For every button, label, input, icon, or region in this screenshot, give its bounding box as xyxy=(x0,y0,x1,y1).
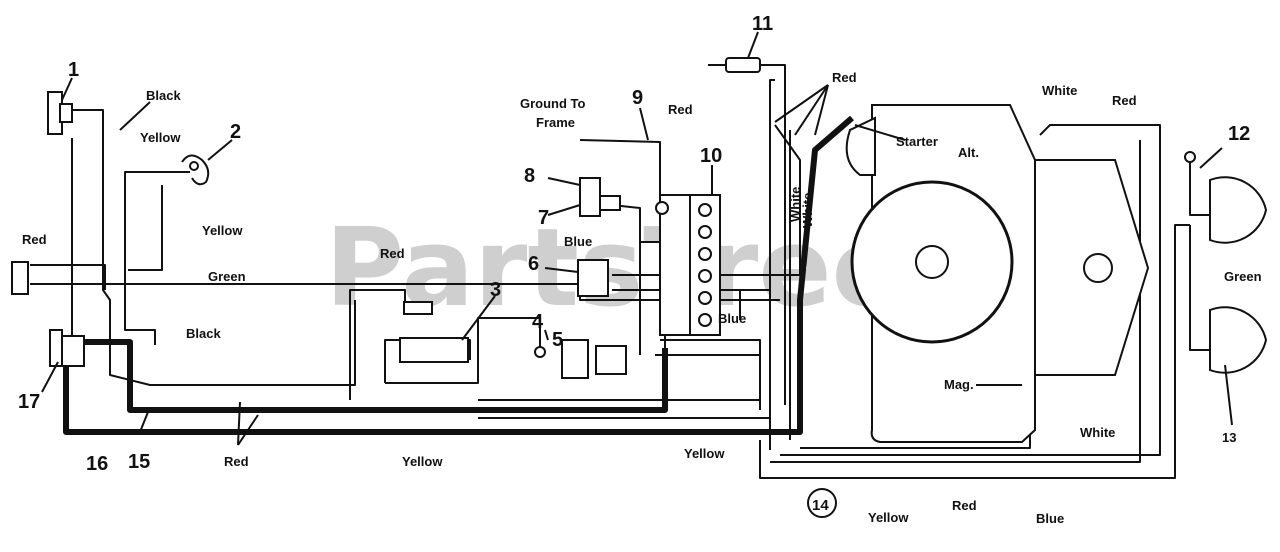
component-1-switch xyxy=(47,91,73,135)
label-yellow-right: Yellow xyxy=(684,446,725,461)
label-white-v1: White xyxy=(788,187,803,222)
label-red-top: Red xyxy=(832,70,857,85)
label-yellow-b14: Yellow xyxy=(868,510,909,525)
component-2-clip xyxy=(181,154,210,186)
label-black-top: Black xyxy=(146,88,181,103)
callout-11: 11 xyxy=(752,13,773,35)
label-red-9: Red xyxy=(668,102,693,117)
component-8-switch xyxy=(579,177,621,217)
label-blue-top: Blue xyxy=(564,234,592,249)
callout-2: 2 xyxy=(230,121,241,143)
label-black-mid: Black xyxy=(186,326,221,341)
component-11-fuse xyxy=(708,57,761,73)
label-yellow-a: Yellow xyxy=(140,130,181,145)
connector-plug-left xyxy=(11,261,29,295)
callout-5: 5 xyxy=(552,329,563,351)
label-ground-line1: Ground To xyxy=(520,96,586,111)
callout-8: 8 xyxy=(524,165,535,187)
label-yellow-bottom: Yellow xyxy=(402,454,443,469)
label-white-bottom: White xyxy=(1080,425,1115,440)
label-blue-mid: Blue xyxy=(718,311,746,326)
label-red-left: Red xyxy=(22,232,47,247)
callout-6: 6 xyxy=(528,253,539,275)
label-starter: Starter xyxy=(896,134,938,149)
component-3-module xyxy=(399,301,469,363)
label-mag: Mag. xyxy=(944,377,974,392)
label-red-top-right: Red xyxy=(1112,93,1137,108)
label-red-mid: Red xyxy=(380,246,405,261)
callout-17: 17 xyxy=(18,391,40,413)
label-ground-line2: Frame xyxy=(536,115,575,130)
component-6-switch xyxy=(577,259,609,297)
label-alt: Alt. xyxy=(958,145,979,160)
callout-7: 7 xyxy=(538,207,549,229)
label-white-v2: White xyxy=(800,193,815,228)
component-12-headlight xyxy=(1184,151,1268,244)
leader-lines xyxy=(41,31,1233,446)
label-white-top: White xyxy=(1042,83,1077,98)
callout-1: 1 xyxy=(68,59,79,81)
label-yellow-b: Yellow xyxy=(202,223,243,238)
label-green-mid: Green xyxy=(208,269,246,284)
callout-9: 9 xyxy=(632,87,643,109)
label-green-right: Green xyxy=(1224,269,1262,284)
callout-14: 14 xyxy=(812,497,829,514)
component-17-ignition xyxy=(49,329,85,367)
callout-14-circle xyxy=(807,488,837,518)
callout-3: 3 xyxy=(490,279,501,301)
label-red-bottom: Red xyxy=(224,454,249,469)
label-red-b14: Red xyxy=(952,498,977,513)
component-10-terminal-block xyxy=(659,194,721,336)
callout-13: 13 xyxy=(1222,430,1236,445)
callout-12: 12 xyxy=(1228,123,1250,145)
callout-15: 15 xyxy=(128,451,150,473)
component-13-headlight xyxy=(1209,306,1268,374)
callout-10: 10 xyxy=(700,145,722,167)
component-5-switch xyxy=(534,339,627,379)
engine-block xyxy=(845,104,1150,443)
callout-16: 16 xyxy=(86,453,108,475)
label-blue-b14: Blue xyxy=(1036,511,1064,526)
component-9-ground xyxy=(655,201,669,215)
callout-4: 4 xyxy=(532,311,544,333)
